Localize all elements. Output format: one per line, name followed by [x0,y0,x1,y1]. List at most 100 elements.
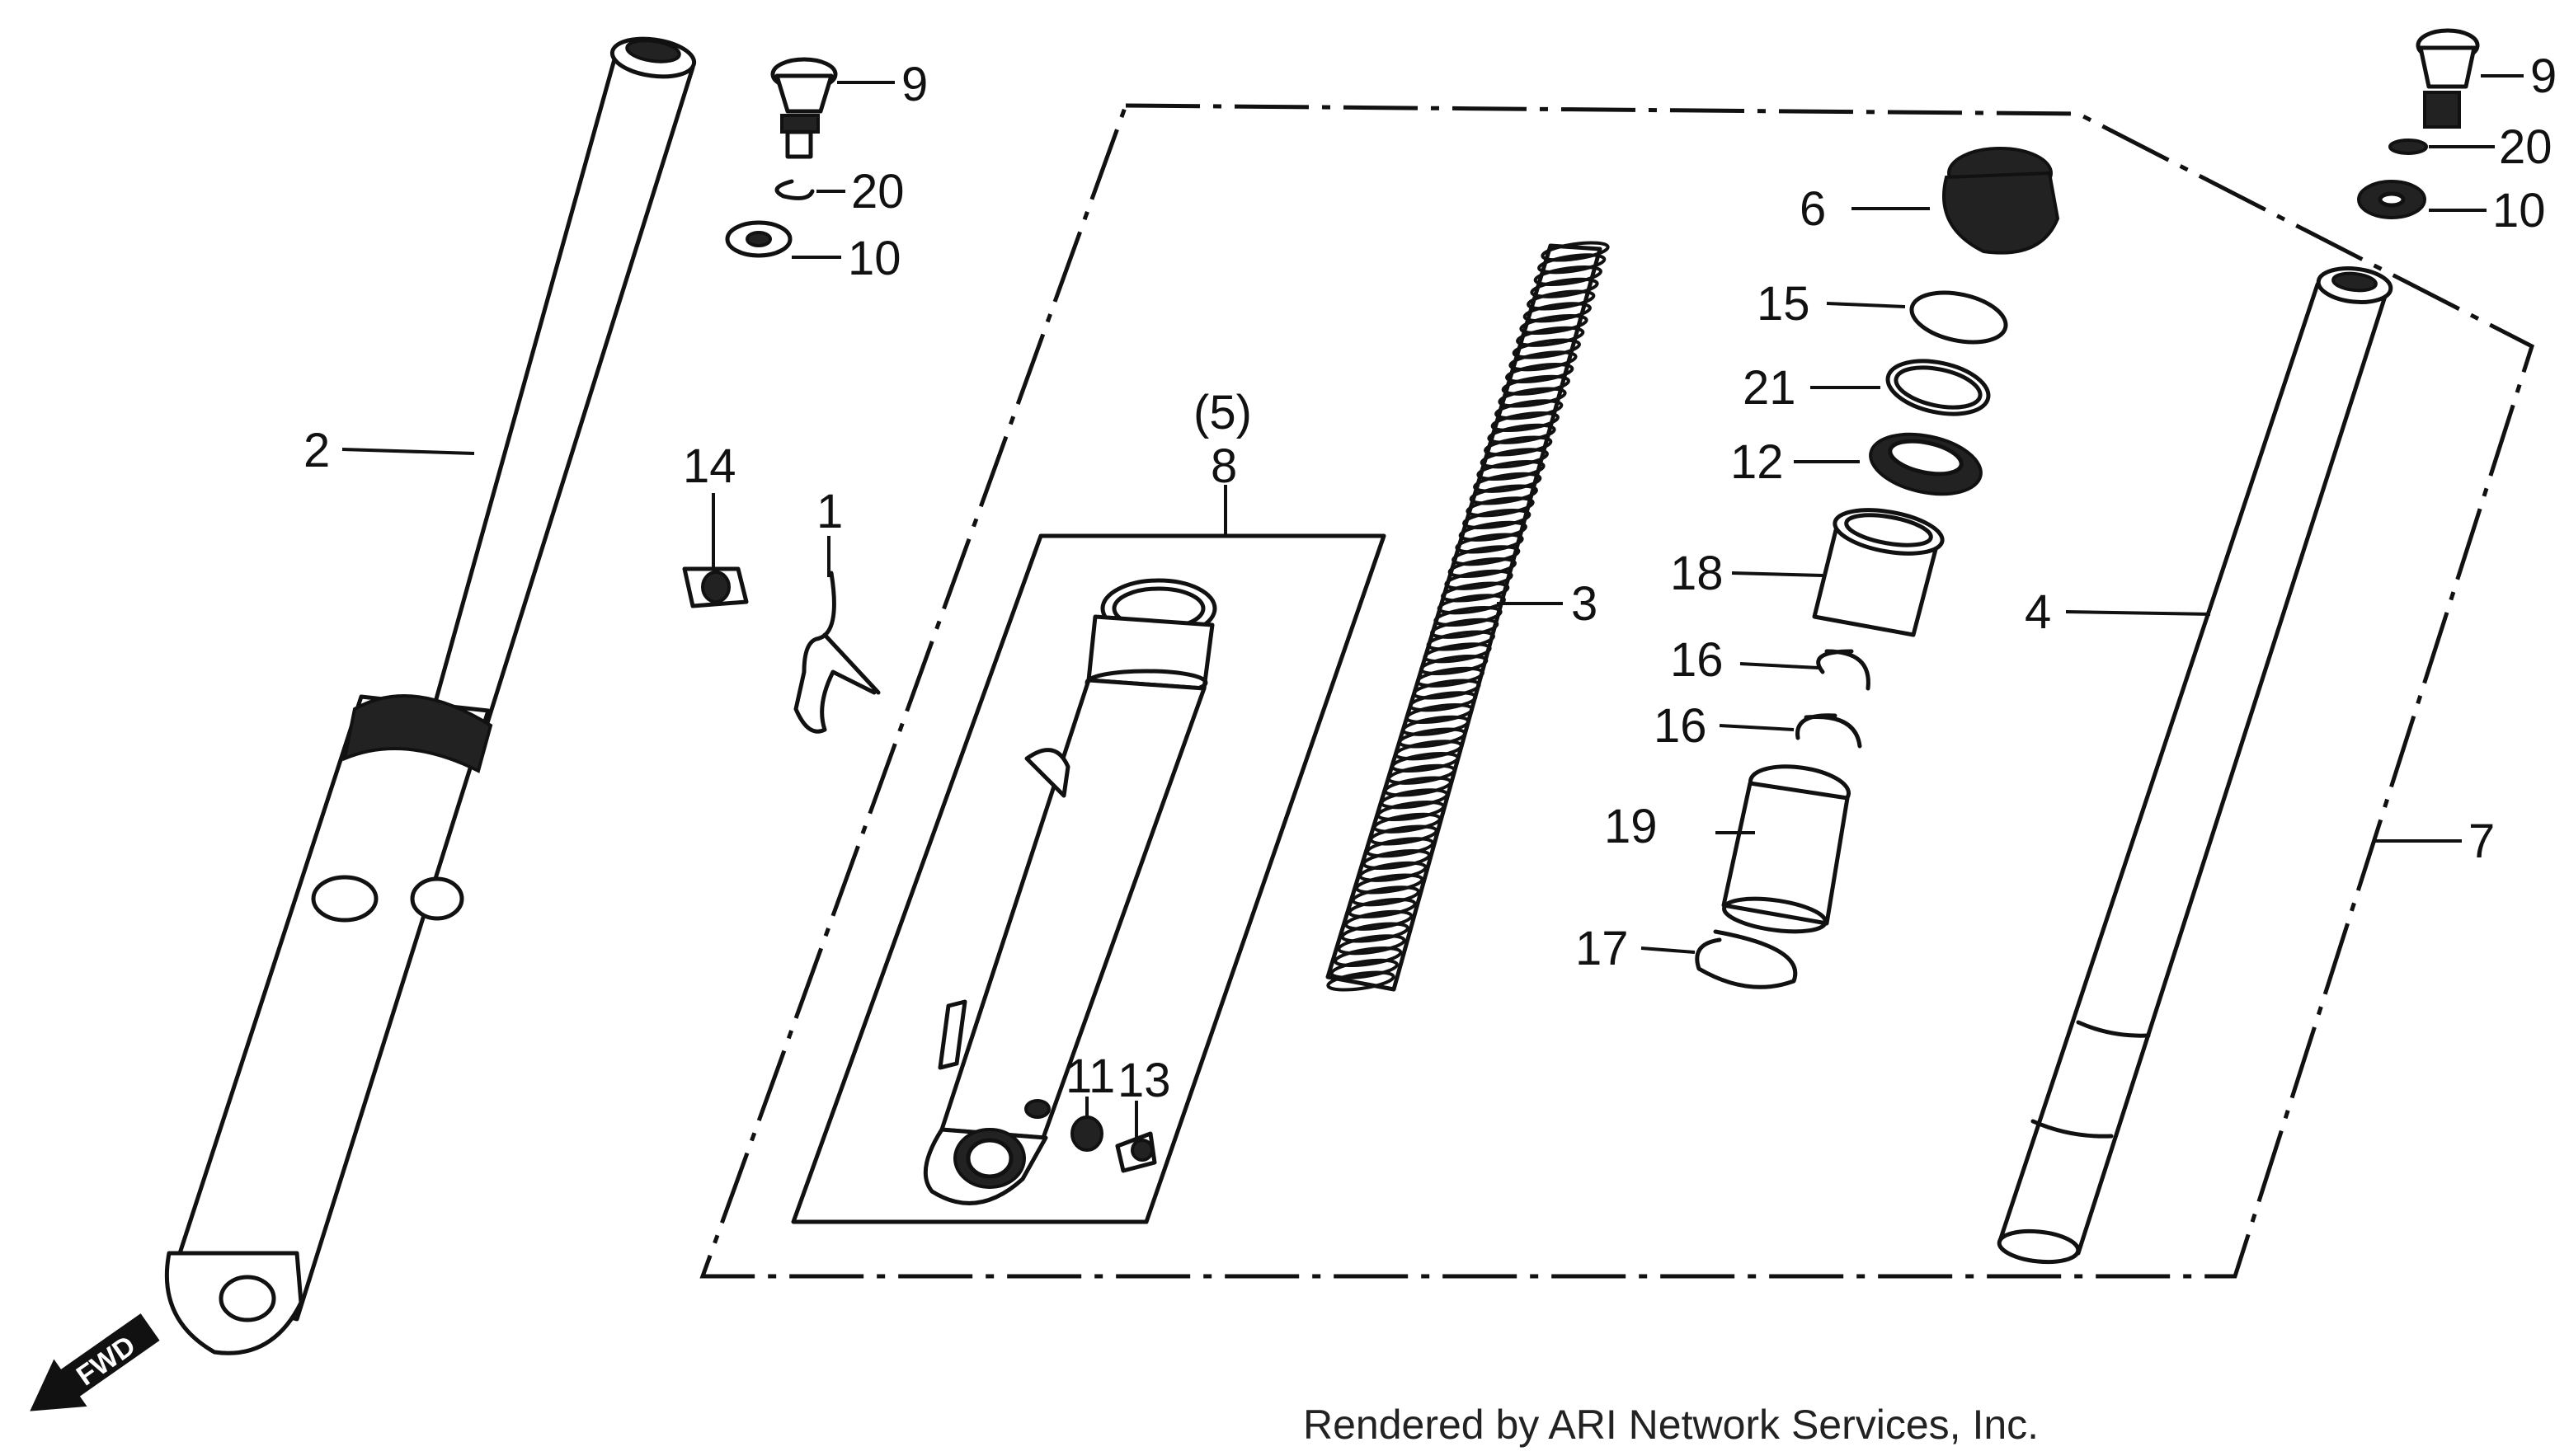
spring-coil [1498,387,1567,408]
callout-4: 4 [2025,585,2051,639]
callout-10-right: 10 [2492,184,2546,237]
spring-coil [1383,776,1452,797]
spring-coil [1404,702,1474,725]
callout-3: 3 [1571,577,1597,631]
spring-coil [1334,946,1403,968]
spring-coil [1452,545,1521,566]
spring-coil [1398,727,1467,749]
leader-17 [1640,946,1696,954]
spring-coil [1430,618,1499,639]
spring-coil [1484,435,1553,457]
spring-coil [1409,691,1478,712]
spring-coil [1423,642,1492,664]
spring-coil [1426,630,1495,651]
part-bolt-cap-left [770,57,838,159]
spring-coil [1469,484,1538,505]
callout-18: 18 [1670,547,1724,600]
spring-coil [1512,338,1581,359]
part-bushing-19 [1721,764,1851,934]
callout-9-left: 9 [901,58,928,111]
part-fork-tube-right [1997,266,2393,1265]
callout-19: 19 [1604,800,1658,853]
spring-coil [1533,265,1602,287]
spring-coil [1444,569,1513,590]
spring-coil [1487,423,1556,444]
spring-coil [1501,374,1570,396]
spring-coil [1519,313,1588,336]
spring-coil [1476,459,1546,481]
spring-coil [1376,800,1446,822]
part-o-ring-left [774,179,815,200]
spring-coil [1455,533,1524,554]
spring-coil [1458,520,1527,542]
spring-coil [1490,411,1560,433]
callout-10-left: 10 [848,232,901,285]
callout-16-upper: 16 [1670,633,1724,687]
callout-11: 11 [1066,1050,1115,1103]
spring-coil [1401,715,1470,736]
leader-4 [2065,610,2211,616]
spring-coil [1369,824,1438,846]
spring-coil [1433,605,1503,627]
part-o-ring-right [2388,139,2428,155]
part-slider-8 [923,578,1217,1205]
part-washer-left [725,220,793,258]
part-dust-seal-6 [1942,147,2060,255]
spring-coil [1437,594,1506,615]
spring-coil [1355,873,1424,895]
leader-16b [1719,724,1795,731]
leader-18 [1731,571,1823,577]
callout-12: 12 [1730,435,1784,489]
spring-coil [1419,654,1489,676]
callout-20-left: 20 [851,165,905,218]
part-nut-14 [682,566,749,608]
callout-8: 8 [1211,439,1237,493]
part-fork-tube-left [164,36,697,1355]
part-circlip-16a [1816,649,1870,691]
callout-14: 14 [683,439,736,493]
spring-coil [1508,350,1578,372]
part-oil-seal-12 [1869,432,1983,496]
part-washer-right [2357,180,2426,219]
callout-9-right: 9 [2530,49,2557,103]
leader-15 [1826,302,1906,308]
callout-16-lower: 16 [1654,699,1707,753]
spring-coil [1372,812,1442,834]
spring-coil [1462,508,1532,530]
fwd-arrow-icon: FWD [30,1313,160,1411]
spring-coil [1505,362,1574,384]
part-seal-21 [1885,359,1991,416]
spring-coil [1412,679,1481,700]
spring-coil [1522,302,1592,323]
part-bolt-cap-right [2416,28,2480,129]
spring-coil [1348,897,1417,919]
spring-coil [1387,763,1456,785]
spring-coil [1447,557,1517,579]
part-circlip-16b [1795,713,1862,749]
spring-coil [1351,885,1420,907]
credit-text: Rendered by ARI Network Services, Inc. [1303,1402,2039,1448]
spring-coil [1494,399,1564,420]
callout-1: 1 [816,485,843,538]
spring-coil [1480,448,1549,469]
callout-6: 6 [1800,182,1826,236]
spring-coil [1541,241,1610,262]
spring-coil [1380,788,1449,810]
spring-coil [1394,740,1463,761]
part-spring-3 [1325,241,1610,992]
leader-16a [1739,662,1819,669]
part-bolt-13 [1115,1131,1157,1173]
callout-20-right: 20 [2499,120,2553,174]
spring-coil [1340,922,1409,943]
spring-coil [1326,970,1395,992]
callout-17: 17 [1575,922,1629,975]
part-clip-1 [793,571,881,734]
part-snap-ring-17 [1695,929,1798,989]
spring-coil [1530,277,1599,298]
spring-coil [1516,326,1585,347]
callout-7: 7 [2468,815,2495,868]
spring-coil [1527,289,1596,311]
callout-13: 13 [1117,1054,1171,1107]
